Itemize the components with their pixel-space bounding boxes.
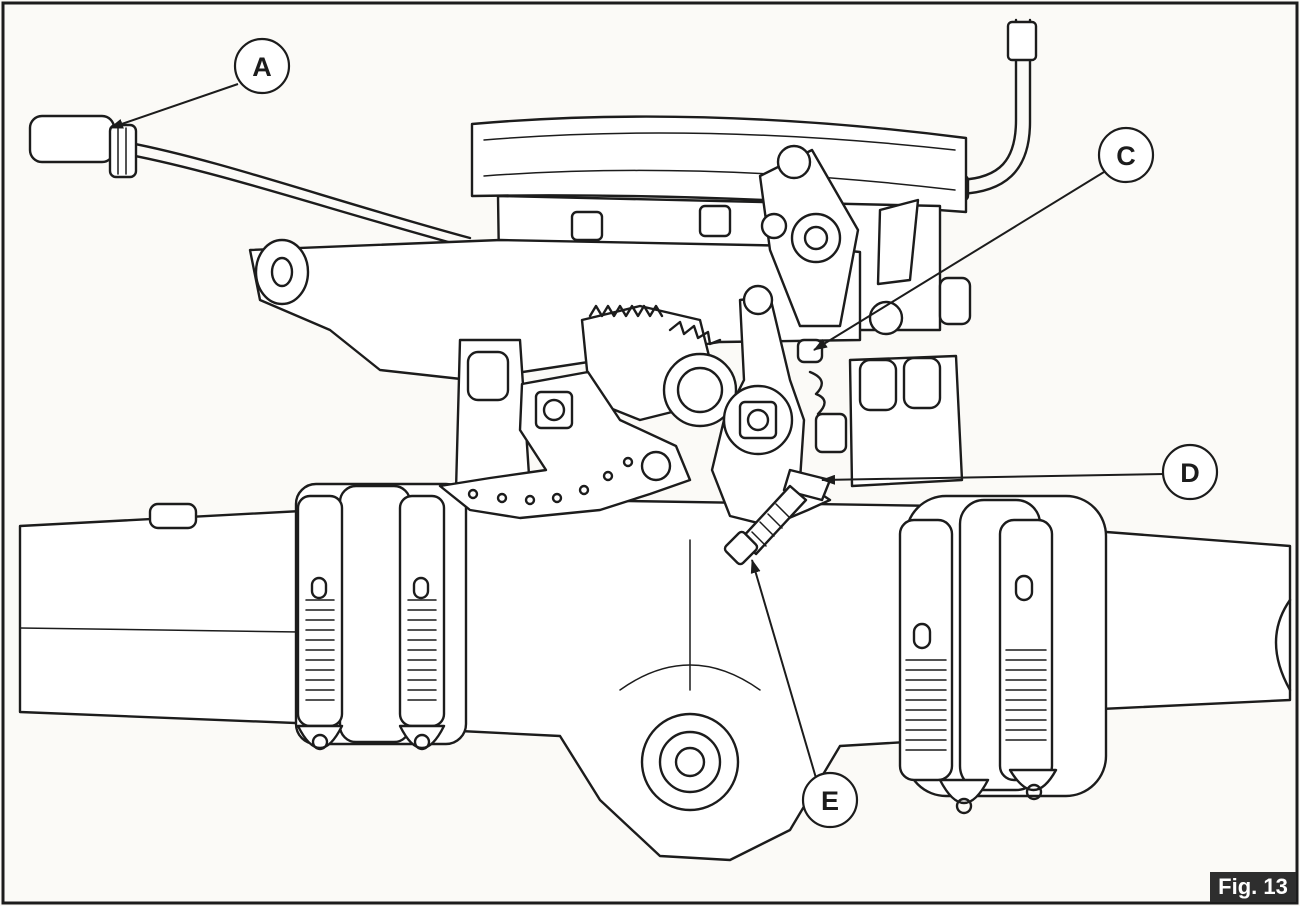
intake-pipe-left	[18, 502, 322, 726]
leader-line-c	[813, 171, 1105, 351]
float-bowl-left	[454, 338, 532, 492]
linkage-arm	[758, 144, 860, 328]
callout-c-text: C	[1116, 141, 1136, 171]
callout-e: E	[801, 771, 859, 829]
callout-a-text: A	[252, 52, 272, 82]
leader-line-d	[821, 473, 1165, 485]
callout-a: A	[233, 37, 291, 95]
hose-coupling-left	[294, 482, 468, 751]
callout-c: C	[1097, 126, 1155, 184]
throttle-lever-left	[438, 370, 692, 520]
throttle-lever-right	[710, 284, 832, 528]
gear-sector	[580, 304, 738, 428]
adjuster-screw-e	[723, 484, 808, 566]
idle-screw-c	[796, 338, 826, 416]
hose-clamp-bands-left	[305, 576, 437, 701]
throttle-cable	[28, 114, 472, 250]
mounting-bracket	[248, 238, 862, 382]
hose-coupling-right	[898, 494, 1108, 815]
callout-e-text: E	[821, 786, 839, 816]
figure-label: Fig. 13	[1210, 872, 1296, 902]
leader-line-e	[750, 559, 817, 779]
intake-pipe-right	[1078, 528, 1292, 712]
callout-d: D	[1161, 443, 1219, 501]
float-bowl-right	[814, 354, 964, 488]
manifold-body	[438, 496, 942, 862]
callout-d-text: D	[1180, 458, 1200, 488]
leader-line-a	[109, 83, 239, 129]
hose-clamp-bands-right	[905, 574, 1047, 751]
